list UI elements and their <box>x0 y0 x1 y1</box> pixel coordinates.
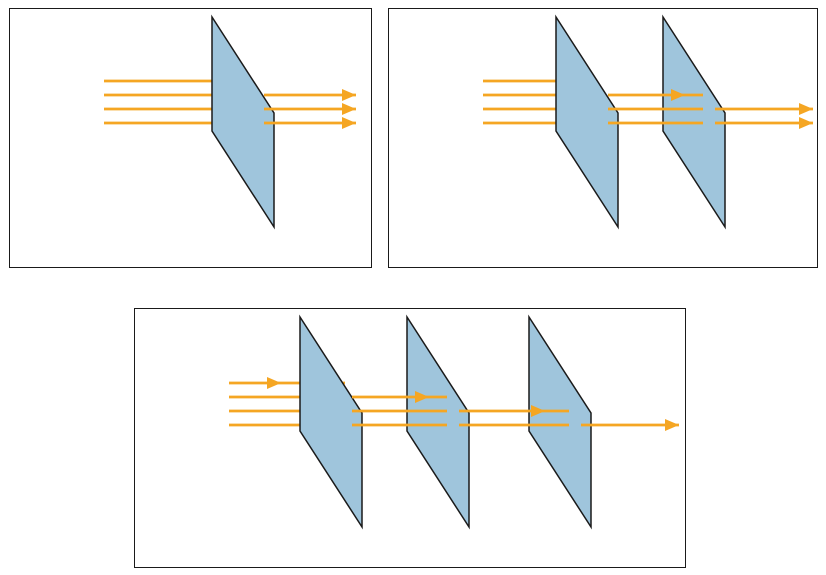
panel-two-filters <box>388 8 818 268</box>
transmitted-beam-f2-1-arrowhead <box>531 405 545 417</box>
transmitted-beam-f2-2-arrowhead <box>799 117 813 129</box>
polarizer-filter-1 <box>555 14 619 230</box>
diagram-two-filters <box>483 14 813 230</box>
polarizer-filter-1 <box>211 14 275 230</box>
transmitted-beam-f3-1-arrowhead <box>665 419 679 431</box>
transmitted-beam-f1-3-arrowhead <box>342 117 356 129</box>
transmitted-beam-f1-1-arrowhead <box>342 89 356 101</box>
transmitted-beam-f1-2-arrowhead <box>342 103 356 115</box>
transmitted-beam-f2-1-arrowhead <box>799 103 813 115</box>
transmitted-beam-f1-1-arrowhead <box>671 89 685 101</box>
panel-three-filters <box>134 308 686 568</box>
diagram-single-filter <box>104 14 356 230</box>
transmitted-beam-f1-1-arrowhead <box>415 391 429 403</box>
polarizer-filter-1 <box>299 314 363 530</box>
diagram-three-filters <box>229 314 679 530</box>
polarizer-filter-3 <box>528 314 592 530</box>
panel-single-filter <box>9 8 372 268</box>
polarizer-filter-2 <box>406 314 470 530</box>
incident-beam-1-arrowhead <box>267 377 281 389</box>
